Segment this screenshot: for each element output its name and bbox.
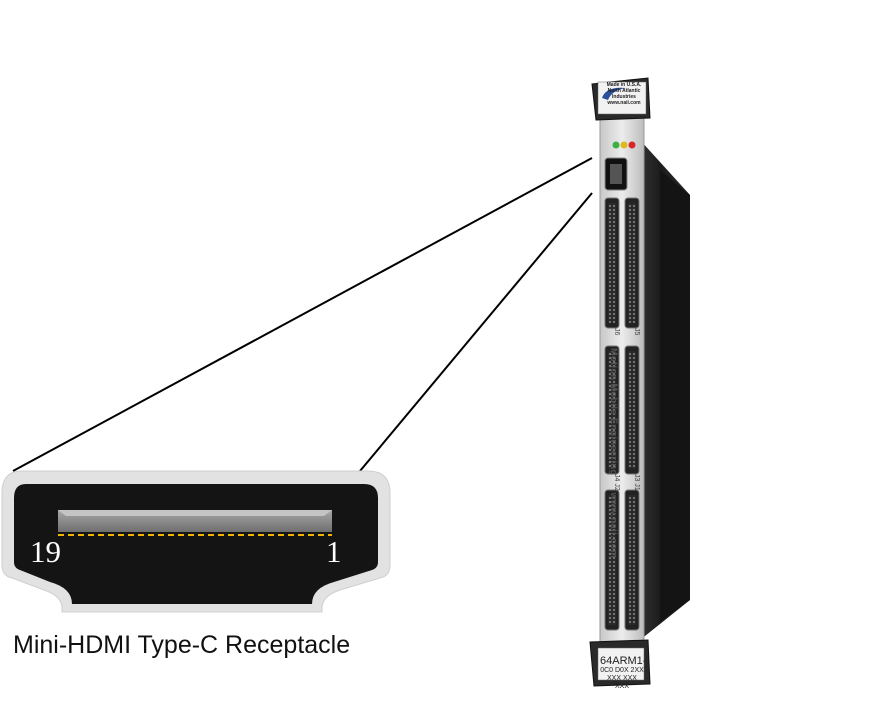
- led-yellow-icon: [620, 141, 628, 149]
- pin-strip-bevel: [58, 510, 332, 516]
- card-vertical-text: Motion Mobile Engineering www.naii.com: [609, 348, 619, 558]
- model-label: 64ARM1- 0C0 D0X 2XX XXX XXX XXX: [600, 655, 647, 691]
- callout-line-lower: [359, 192, 593, 472]
- logo-line: Made in U.S.A.: [606, 82, 642, 88]
- connector-j2: [604, 489, 620, 631]
- callout-line-upper: [12, 157, 593, 472]
- logo-swoosh: [602, 87, 626, 100]
- connector-label-j6: J6: [613, 328, 620, 336]
- bottom-label-plate: [597, 647, 645, 681]
- led-green-icon: [612, 141, 620, 149]
- card-website: www.naii.com: [609, 492, 619, 559]
- card-body-shade: [660, 170, 690, 622]
- connector-j1: [624, 489, 640, 631]
- hdmi-receptacle-enlarged: [1, 470, 391, 613]
- connector-label-j5: J5: [633, 328, 640, 336]
- panel-hdmi-slot: [610, 164, 622, 184]
- vme-card: [589, 77, 690, 687]
- pin-label-1: 1: [326, 534, 342, 569]
- receptacle-body: [14, 484, 378, 604]
- model-line: 64ARM1-: [600, 655, 647, 667]
- connector-j4: [604, 345, 620, 475]
- connector-j3: [624, 345, 640, 475]
- model-line: XXX XXX XXX: [607, 675, 637, 690]
- logo-line: www.naii.com: [607, 100, 641, 106]
- connector-j6: [604, 197, 620, 329]
- led-red-icon: [628, 141, 636, 149]
- receptacle-caption: Mini-HDMI Type-C Receptacle: [13, 631, 351, 659]
- connector-j5: [624, 197, 640, 329]
- logo-line: North Atlantic: [607, 88, 641, 94]
- connector-label-j3-j1: J3 J1: [633, 474, 640, 491]
- model-line: 0C0 D0X 2XX: [600, 667, 644, 674]
- card-vertical-brand: Motion Mobile Engineering: [609, 348, 619, 476]
- logo-text: Made in U.S.A. North Atlantic Industries…: [604, 82, 644, 106]
- logo-line: Industries: [612, 94, 636, 100]
- pin-label-19: 19: [30, 534, 61, 569]
